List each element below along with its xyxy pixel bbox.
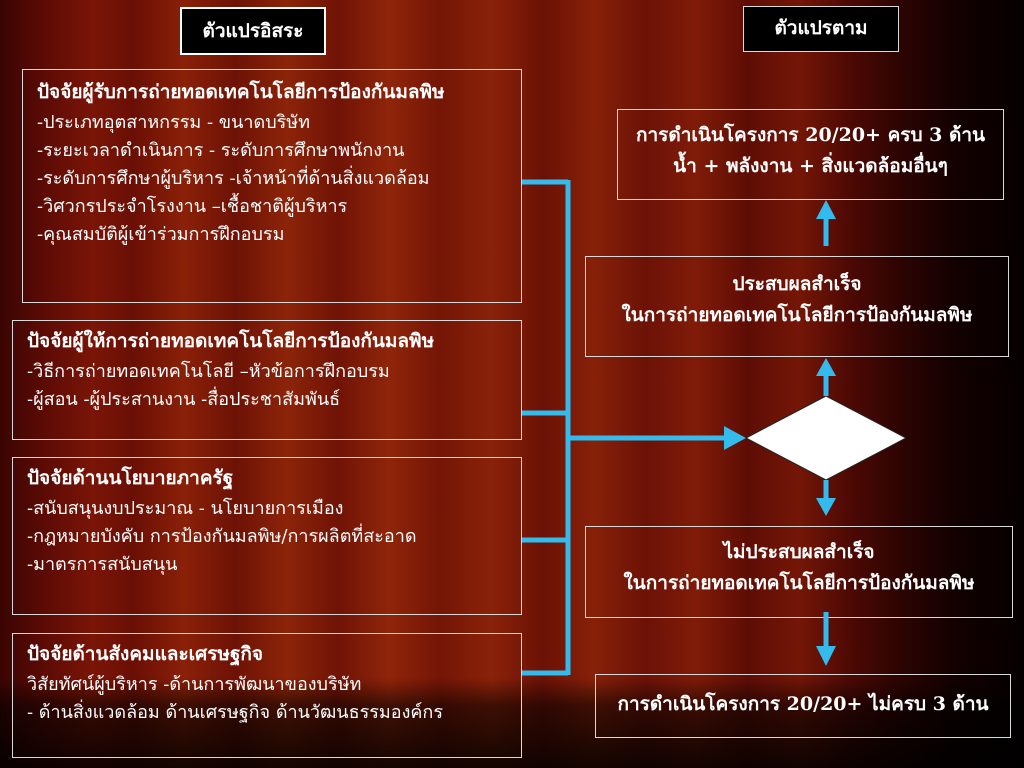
factor-title: ปัจจัยด้านนโยบายภาครัฐ (27, 467, 234, 489)
factor-line: -ระดับการศึกษาผู้บริหาร -เจ้าหน้าที่ด้าน… (37, 168, 430, 190)
factor-line: -ประเภทอุตสาหกรรม - ขนาดบริษัท (37, 112, 311, 134)
success-title: ประสบผลสำเร็จ (732, 273, 862, 295)
factor-box-provider: ปัจจัยผู้ให้การถ่ายทอดเทคโนโลยีการป้องกั… (12, 320, 522, 440)
arrowhead-right-icon (724, 426, 746, 450)
factor-box-social-economic: ปัจจัยด้านสังคมและเศรษฐกิจ วิสัยทัศน์ผู้… (12, 633, 522, 758)
factor-title: ปัจจัยด้านสังคมและเศรษฐกิจ (27, 643, 264, 665)
failure-title: ไม่ประสบผลสำเร็จ (723, 541, 875, 563)
arrowhead-down-icon (816, 498, 836, 516)
outcome-complete-box: การดำเนินโครงการ 20/20+ ครบ 3 ด้าน น้ำ +… (617, 109, 1004, 200)
factor-line: -วิศวกรประจำโรงงาน –เชื้อชาติผู้บริหาร (37, 196, 348, 218)
decision-diamond (744, 395, 908, 481)
outcome-complete-line: น้ำ + พลังงาน + สิ่งแวดล้อมอื่นๆ (673, 155, 948, 178)
factor-line: -วิธีการถ่ายทอดเทคโนโลยี –หัวข้อการฝึกอบ… (27, 361, 390, 383)
factor-title: ปัจจัยผู้ให้การถ่ายทอดเทคโนโลยีการป้องกั… (27, 330, 435, 352)
dependent-variable-label: ตัวแปรตาม (743, 6, 899, 52)
factor-line: -กฎหมายบังคับ การป้องกันมลพิษ/การผลิตที่… (27, 526, 417, 548)
failure-subtitle: ในการถ่ายทอดเทคโนโลยีการป้องกันมลพิษ (623, 572, 975, 595)
factor-box-government-policy: ปัจจัยด้านนโยบายภาครัฐ -สนับสนุนงบประมาณ… (12, 457, 522, 615)
success-box: ประสบผลสำเร็จ ในการถ่ายทอดเทคโนโลยีการป้… (585, 256, 1009, 357)
success-subtitle: ในการถ่ายทอดเทคโนโลยีการป้องกันมลพิษ (621, 304, 973, 327)
factor-line: - ด้านสิ่งแวดล้อม ด้านเศรษฐกิจ ด้านวัฒนธ… (27, 702, 443, 724)
factor-line: -ระยะเวลาดำเนินการ - ระดับการศึกษาพนักงา… (37, 140, 405, 162)
factor-box-receiver: ปัจจัยผู้รับการถ่ายทอดเทคโนโลยีการป้องกั… (22, 69, 522, 303)
arrowhead-up-icon (816, 358, 836, 376)
failure-box: ไม่ประสบผลสำเร็จ ในการถ่ายทอดเทคโนโลยีกา… (585, 526, 1013, 618)
bracket-connector (522, 179, 571, 676)
outcome-complete-line: การดำเนินโครงการ 20/20+ ครบ 3 ด้าน (635, 124, 986, 146)
arrowhead-down-icon (816, 646, 836, 666)
arrowhead-up-icon (816, 200, 836, 219)
factor-line: -มาตรการสนับสนุน (27, 554, 178, 576)
factor-line: -คุณสมบัติผู้เข้าร่วมการฝึกอบรม (37, 224, 285, 245)
outcome-incomplete-line: การดำเนินโครงการ 20/20+ ไม่ครบ 3 ด้าน (617, 693, 989, 715)
factor-line: วิสัยทัศน์ผู้บริหาร -ด้านการพัฒนาของบริษ… (27, 674, 362, 696)
factor-title: ปัจจัยผู้รับการถ่ายทอดเทคโนโลยีการป้องกั… (37, 81, 445, 103)
independent-variable-label: ตัวแปรอิสระ (180, 7, 326, 55)
floor-shadow (0, 678, 1024, 768)
factor-line: -สนับสนุนงบประมาณ - นโยบายการเมือง (27, 498, 344, 520)
outcome-incomplete-box: การดำเนินโครงการ 20/20+ ไม่ครบ 3 ด้าน (595, 674, 1011, 738)
factor-line: -ผู้สอน -ผู้ประสานงาน -สื่อประชาสัมพันธ์ (27, 389, 341, 411)
